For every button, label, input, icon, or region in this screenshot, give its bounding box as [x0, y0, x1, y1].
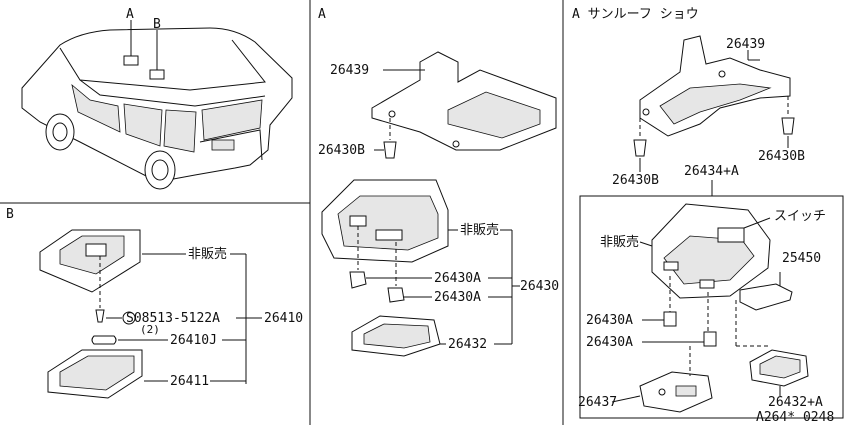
mid-bracket-26439: [371, 51, 557, 151]
right-label-26434a: 26434+A: [684, 164, 739, 179]
right-lamp-housing: [651, 203, 771, 299]
right-label-26439: 26439: [726, 37, 765, 52]
right-label-26432a: 26432+A: [768, 395, 823, 410]
right-label-hihanbai: 非販売: [600, 234, 639, 250]
section-b-title: B: [6, 207, 14, 222]
mid-lamp-housing: [321, 179, 449, 263]
mid-label-hihanbai: 非販売: [460, 222, 499, 238]
b-label-bolt-qty: (2): [140, 323, 160, 336]
b-label-bolt: S08513-5122A: [126, 311, 220, 326]
b-lamp-housing: [39, 229, 141, 293]
right-label-26430b-right: 26430B: [758, 149, 805, 164]
b-label-26410j: 26410J: [170, 333, 217, 348]
mid-screw-26430b: [383, 141, 397, 159]
right-bulb-1: [663, 311, 677, 327]
diagram-code: A264* 0248: [756, 410, 834, 425]
right-label-switch: スイッチ: [774, 209, 826, 224]
b-lens: [47, 349, 143, 399]
b-label-26411: 26411: [170, 374, 209, 389]
b-label-26410: 26410: [264, 311, 303, 326]
right-screw-right: [781, 117, 795, 135]
right-switch-25450: [739, 283, 793, 311]
right-label-26437: 26437: [578, 395, 617, 410]
mid-label-26430a-1: 26430A: [434, 271, 481, 286]
mid-label-26430a-2: 26430A: [434, 290, 481, 305]
section-a-mid-title: A: [318, 7, 326, 22]
mid-label-26432: 26432: [448, 337, 487, 352]
right-lens-26437: [639, 371, 713, 413]
car-marker-a: A: [126, 7, 134, 22]
mid-lens-26432: [351, 315, 441, 357]
car-illustration: [21, 20, 293, 190]
right-screw-left: [633, 139, 647, 157]
right-label-26430a-1: 26430A: [586, 313, 633, 328]
b-label-hihanbai: 非販売: [188, 246, 227, 262]
b-bolt: [95, 309, 105, 323]
right-label-26430a-2: 26430A: [586, 335, 633, 350]
b-bulb: [91, 335, 117, 345]
mid-label-26439: 26439: [330, 63, 369, 78]
right-label-25450: 25450: [782, 251, 821, 266]
car-marker-b: B: [153, 17, 161, 32]
right-lens-26432a: [749, 349, 809, 387]
right-label-26430b-left: 26430B: [612, 173, 659, 188]
mid-label-26430b: 26430B: [318, 143, 365, 158]
section-a-right-title: A サンルーフ ショウ: [572, 7, 699, 22]
mid-bulb-1: [349, 271, 367, 289]
right-assembly-frame: [579, 195, 844, 419]
mid-bulb-2: [387, 287, 405, 303]
right-bulb-2: [703, 331, 717, 347]
mid-label-26430: 26430: [520, 279, 559, 294]
right-bracket-26439: [639, 35, 791, 137]
